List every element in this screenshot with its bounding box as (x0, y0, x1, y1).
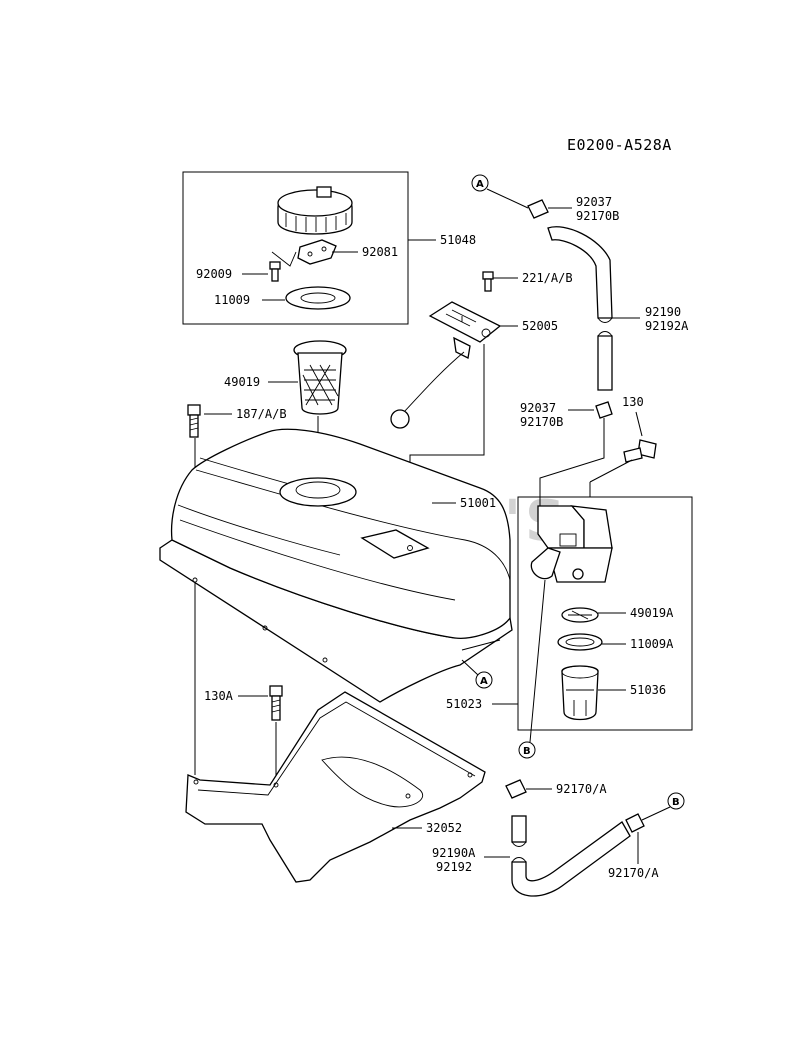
label-92037-lower: 92037 (520, 401, 556, 415)
label-11009a: 11009A (630, 637, 674, 651)
label-221-a-b: 221/A/B (522, 271, 573, 285)
ref-circle-b-upper (667, 792, 685, 810)
ref-b-upper: B (672, 797, 680, 808)
ref-a-lower: A (480, 676, 488, 687)
label-11009: 11009 (214, 293, 250, 307)
tank-bolt: 187/A/B (187, 404, 287, 775)
label-92170b-upper: 92170B (576, 209, 619, 223)
fuel-strainer: 49019 (224, 340, 347, 488)
label-32052: 32052 (426, 821, 462, 835)
label-92170a-lower: 92170/A (608, 866, 659, 880)
label-49019: 49019 (224, 375, 260, 389)
fuel-cap (277, 186, 353, 235)
cap-gasket-ring (285, 286, 351, 310)
fuel-hose-lower: 92170/A 92190A 92192 B 92170/A (432, 779, 685, 897)
gasket (297, 239, 337, 265)
label-187-a-b: 187/A/B (236, 407, 287, 421)
label-52005: 52005 (522, 319, 558, 333)
label-49019a: 49019A (630, 606, 674, 620)
label-130: 130 (622, 395, 644, 409)
label-51023: 51023 (446, 697, 482, 711)
cap-assembly-box (182, 171, 409, 325)
screw (269, 261, 281, 282)
fuel-gauge-assembly: 221/A/B 52005 (390, 271, 573, 548)
clamp-upper (527, 199, 549, 219)
ref-circle-a-lower (475, 671, 493, 689)
label-92192: 92192 (436, 860, 472, 874)
float-ball (390, 409, 410, 429)
label-92009: 92009 (196, 267, 232, 281)
ref-circle-b-lower (518, 741, 536, 759)
label-92081: 92081 (362, 245, 398, 259)
fuel-gauge (428, 301, 502, 343)
tank-base-plate: 130A 32052 (185, 685, 486, 883)
label-130a: 130A (204, 689, 234, 703)
fuel-valve-assembly: 49019A 11009A 51036 51023 B (446, 496, 693, 759)
gauge-mount (360, 529, 430, 559)
label-51048: 51048 (440, 233, 476, 247)
ref-circle-a-upper (471, 174, 489, 192)
fuel-cap-assembly: 51048 92081 92009 11009 (182, 171, 476, 325)
base-plate (185, 691, 486, 883)
filler-neck (279, 477, 357, 507)
fuel-tank: 51001 A (159, 428, 513, 703)
label-92170b-lower: 92170B (520, 415, 563, 429)
label-92170a-upper: 92170/A (556, 782, 607, 796)
label-92190: 92190 (645, 305, 681, 319)
fuel-hose-upper: A 92037 92170B 92190 92192A (471, 174, 689, 391)
label-92192a: 92192A (645, 319, 689, 333)
label-92190a: 92190A (432, 846, 476, 860)
label-51001: 51001 (460, 496, 496, 510)
diagram-code: E0200-A528A (567, 136, 672, 154)
ref-a-upper: A (476, 179, 484, 190)
ref-b-lower: B (523, 746, 531, 757)
label-92037-upper: 92037 (576, 195, 612, 209)
clamp-and-bolt: 92037 92170B 130 (520, 395, 657, 516)
label-51036: 51036 (630, 683, 666, 697)
